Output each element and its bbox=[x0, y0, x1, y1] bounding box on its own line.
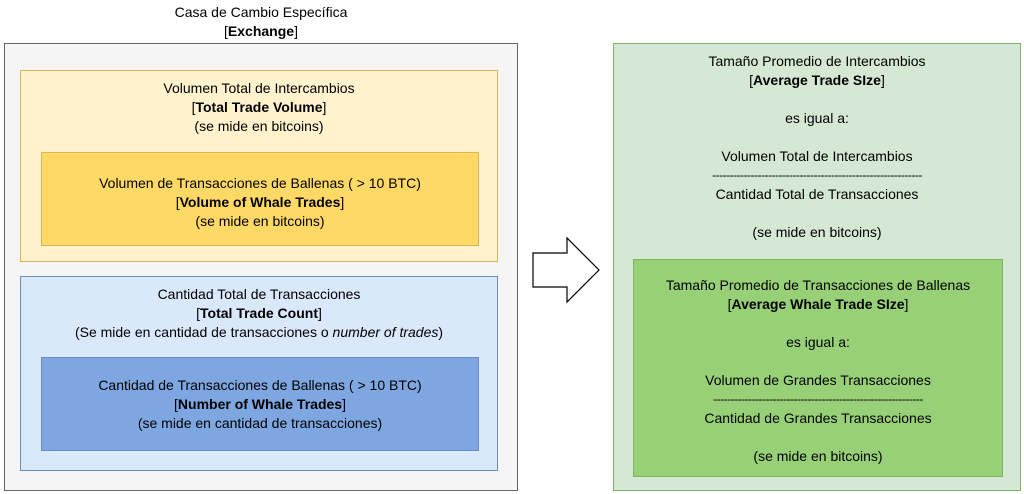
whale-volume-unit: (se mide en bitcoins) bbox=[195, 213, 325, 229]
total-count-label: Cantidad Total de Transacciones [Total T… bbox=[20, 285, 498, 342]
whale-volume-en-line: [Volume of Whale Trades] bbox=[175, 194, 345, 210]
whale-volume-box bbox=[41, 152, 479, 246]
exchange-title: Casa de Cambio Específica bbox=[174, 4, 348, 20]
avg-whale-title-en: Average Whale Trade SIze bbox=[731, 296, 905, 312]
whale-volume-label: Volumen de Transacciones de Ballenas ( >… bbox=[41, 174, 479, 231]
avg-trade-title-en: Average Trade SIze bbox=[753, 72, 881, 88]
total-count-title: Cantidad Total de Transacciones bbox=[157, 286, 361, 302]
avg-whale-unit: (se mide en bitcoins) bbox=[753, 448, 883, 464]
total-volume-label: Volumen Total de Intercambios [Total Tra… bbox=[20, 79, 498, 136]
total-count-unit-italic: number of trades bbox=[332, 324, 439, 340]
total-volume-en-line: [Total Trade Volume] bbox=[191, 99, 327, 115]
avg-whale-numerator: Volumen de Grandes Transacciones bbox=[705, 372, 931, 388]
avg-trade-size-label: Tamaño Promedio de Intercambios [Average… bbox=[613, 52, 1021, 242]
avg-trade-numerator: Volumen Total de Intercambios bbox=[721, 148, 913, 164]
avg-trade-denominator: Cantidad Total de Transacciones bbox=[715, 186, 919, 202]
whale-count-unit: (se mide en cantidad de transacciones) bbox=[137, 415, 383, 431]
avg-whale-denominator: Cantidad de Grandes Transacciones bbox=[704, 410, 932, 426]
exchange-title-en: Exchange bbox=[227, 23, 295, 39]
whale-count-label: Cantidad de Transacciones de Ballenas ( … bbox=[41, 376, 479, 433]
avg-trade-fraction-divider: ----------------------------------------… bbox=[712, 168, 922, 182]
exchange-title-block: Casa de Cambio Específica [Exchange] bbox=[4, 3, 518, 41]
avg-trade-unit: (se mide en bitcoins) bbox=[752, 224, 882, 240]
whale-count-box bbox=[41, 357, 479, 451]
total-count-title-en: Total Trade Count bbox=[200, 305, 318, 321]
avg-trade-equals: es igual a: bbox=[785, 110, 849, 126]
whale-count-title-en: Number of Whale Trades bbox=[177, 396, 343, 412]
avg-trade-title: Tamaño Promedio de Intercambios bbox=[708, 53, 926, 69]
exchange-title-en-line: [Exchange] bbox=[224, 23, 298, 39]
whale-count-en-line: [Number of Whale Trades] bbox=[174, 396, 346, 412]
total-count-unit-prefix: (Se mide en cantidad de transacciones o bbox=[74, 324, 333, 340]
total-count-unit-suffix: ) bbox=[438, 324, 444, 340]
avg-whale-trade-size-box bbox=[633, 259, 1003, 477]
whale-count-title: Cantidad de Transacciones de Ballenas ( … bbox=[98, 377, 422, 393]
total-volume-unit: (se mide en bitcoins) bbox=[194, 118, 324, 134]
total-count-en-line: [Total Trade Count] bbox=[196, 305, 322, 321]
avg-trade-en-line: [Average Trade SIze] bbox=[749, 72, 885, 88]
whale-volume-title: Volumen de Transacciones de Ballenas ( >… bbox=[99, 175, 421, 191]
avg-whale-fraction-divider: ----------------------------------------… bbox=[713, 392, 923, 406]
avg-whale-trade-size-label: Tamaño Promedio de Transacciones de Ball… bbox=[633, 276, 1003, 466]
total-volume-title: Volumen Total de Intercambios bbox=[163, 80, 355, 96]
avg-whale-title: Tamaño Promedio de Transacciones de Ball… bbox=[665, 277, 971, 293]
avg-whale-equals: es igual a: bbox=[786, 334, 850, 350]
total-count-unit: (Se mide en cantidad de transacciones o … bbox=[20, 323, 498, 342]
total-volume-title-en: Total Trade Volume bbox=[195, 99, 323, 115]
whale-volume-title-en: Volume of Whale Trades bbox=[179, 194, 341, 210]
right-arrow-icon bbox=[532, 236, 600, 304]
avg-whale-en-line: [Average Whale Trade SIze] bbox=[727, 296, 909, 312]
